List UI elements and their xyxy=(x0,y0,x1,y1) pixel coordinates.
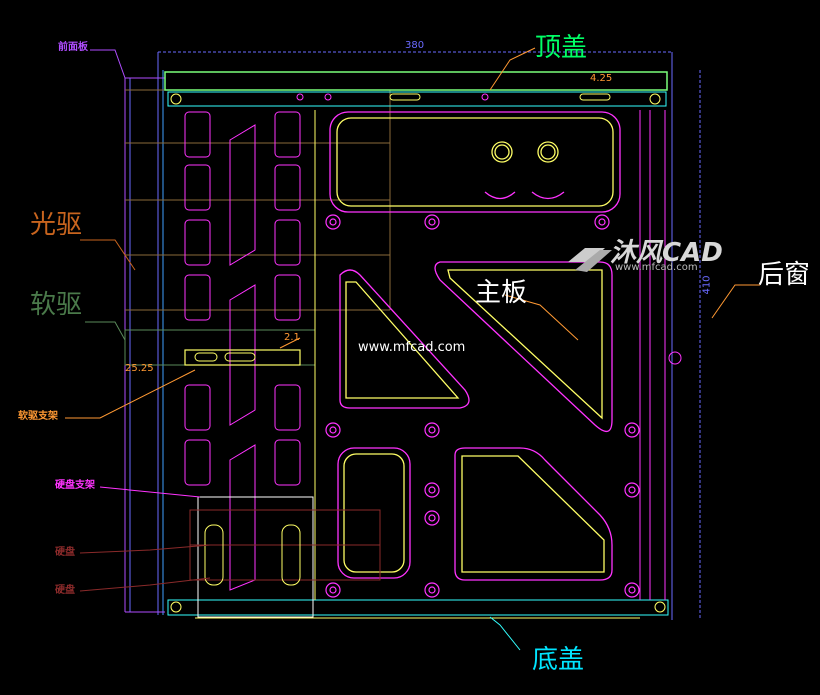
dim-d3: 25.25 xyxy=(125,363,154,374)
optical-drive-label: 光驱 xyxy=(30,210,83,240)
floppy-bracket-label: 软驱支架 xyxy=(18,411,58,422)
top-cover xyxy=(164,71,668,107)
floppy-drive-label: 软驱 xyxy=(30,290,83,320)
hdd-bracket-shape xyxy=(189,496,381,618)
front-panel-label: 前面板 xyxy=(58,42,88,53)
hdd1-label: 硬盘 xyxy=(55,547,75,558)
chassis-plate xyxy=(314,110,666,600)
dim-width: 380 xyxy=(405,40,425,51)
drive-bay-lines xyxy=(124,89,391,366)
bottom-cover-label: 底盖 xyxy=(532,645,585,675)
rear-window-label: 后窗 xyxy=(758,260,811,290)
motherboard-cutouts xyxy=(329,111,621,581)
front-panel-frame xyxy=(124,51,673,620)
dim-d2: 2.1 xyxy=(284,332,300,343)
floppy-bracket-shape xyxy=(184,337,301,366)
dim-d1: 4.25 xyxy=(590,73,613,84)
top-cover-label: 顶盖 xyxy=(535,33,588,63)
standoffs xyxy=(325,214,640,598)
bottom-cover xyxy=(167,599,669,619)
rear-window-edge xyxy=(668,70,701,620)
dim-height: 410 xyxy=(701,275,713,295)
website-text: www.mfcad.com xyxy=(358,340,466,355)
hdd-bracket-label: 硬盘支架 xyxy=(55,480,95,491)
mfcad-logo-icon xyxy=(568,248,612,272)
watermark-brand: 沐风CAD xyxy=(610,238,723,268)
watermark-url: www.mfcad.com xyxy=(615,262,698,273)
leader-lines xyxy=(65,47,760,651)
hdd2-label: 硬盘 xyxy=(55,585,75,596)
motherboard-label: 主板 xyxy=(475,278,528,308)
drive-cage xyxy=(184,111,301,591)
